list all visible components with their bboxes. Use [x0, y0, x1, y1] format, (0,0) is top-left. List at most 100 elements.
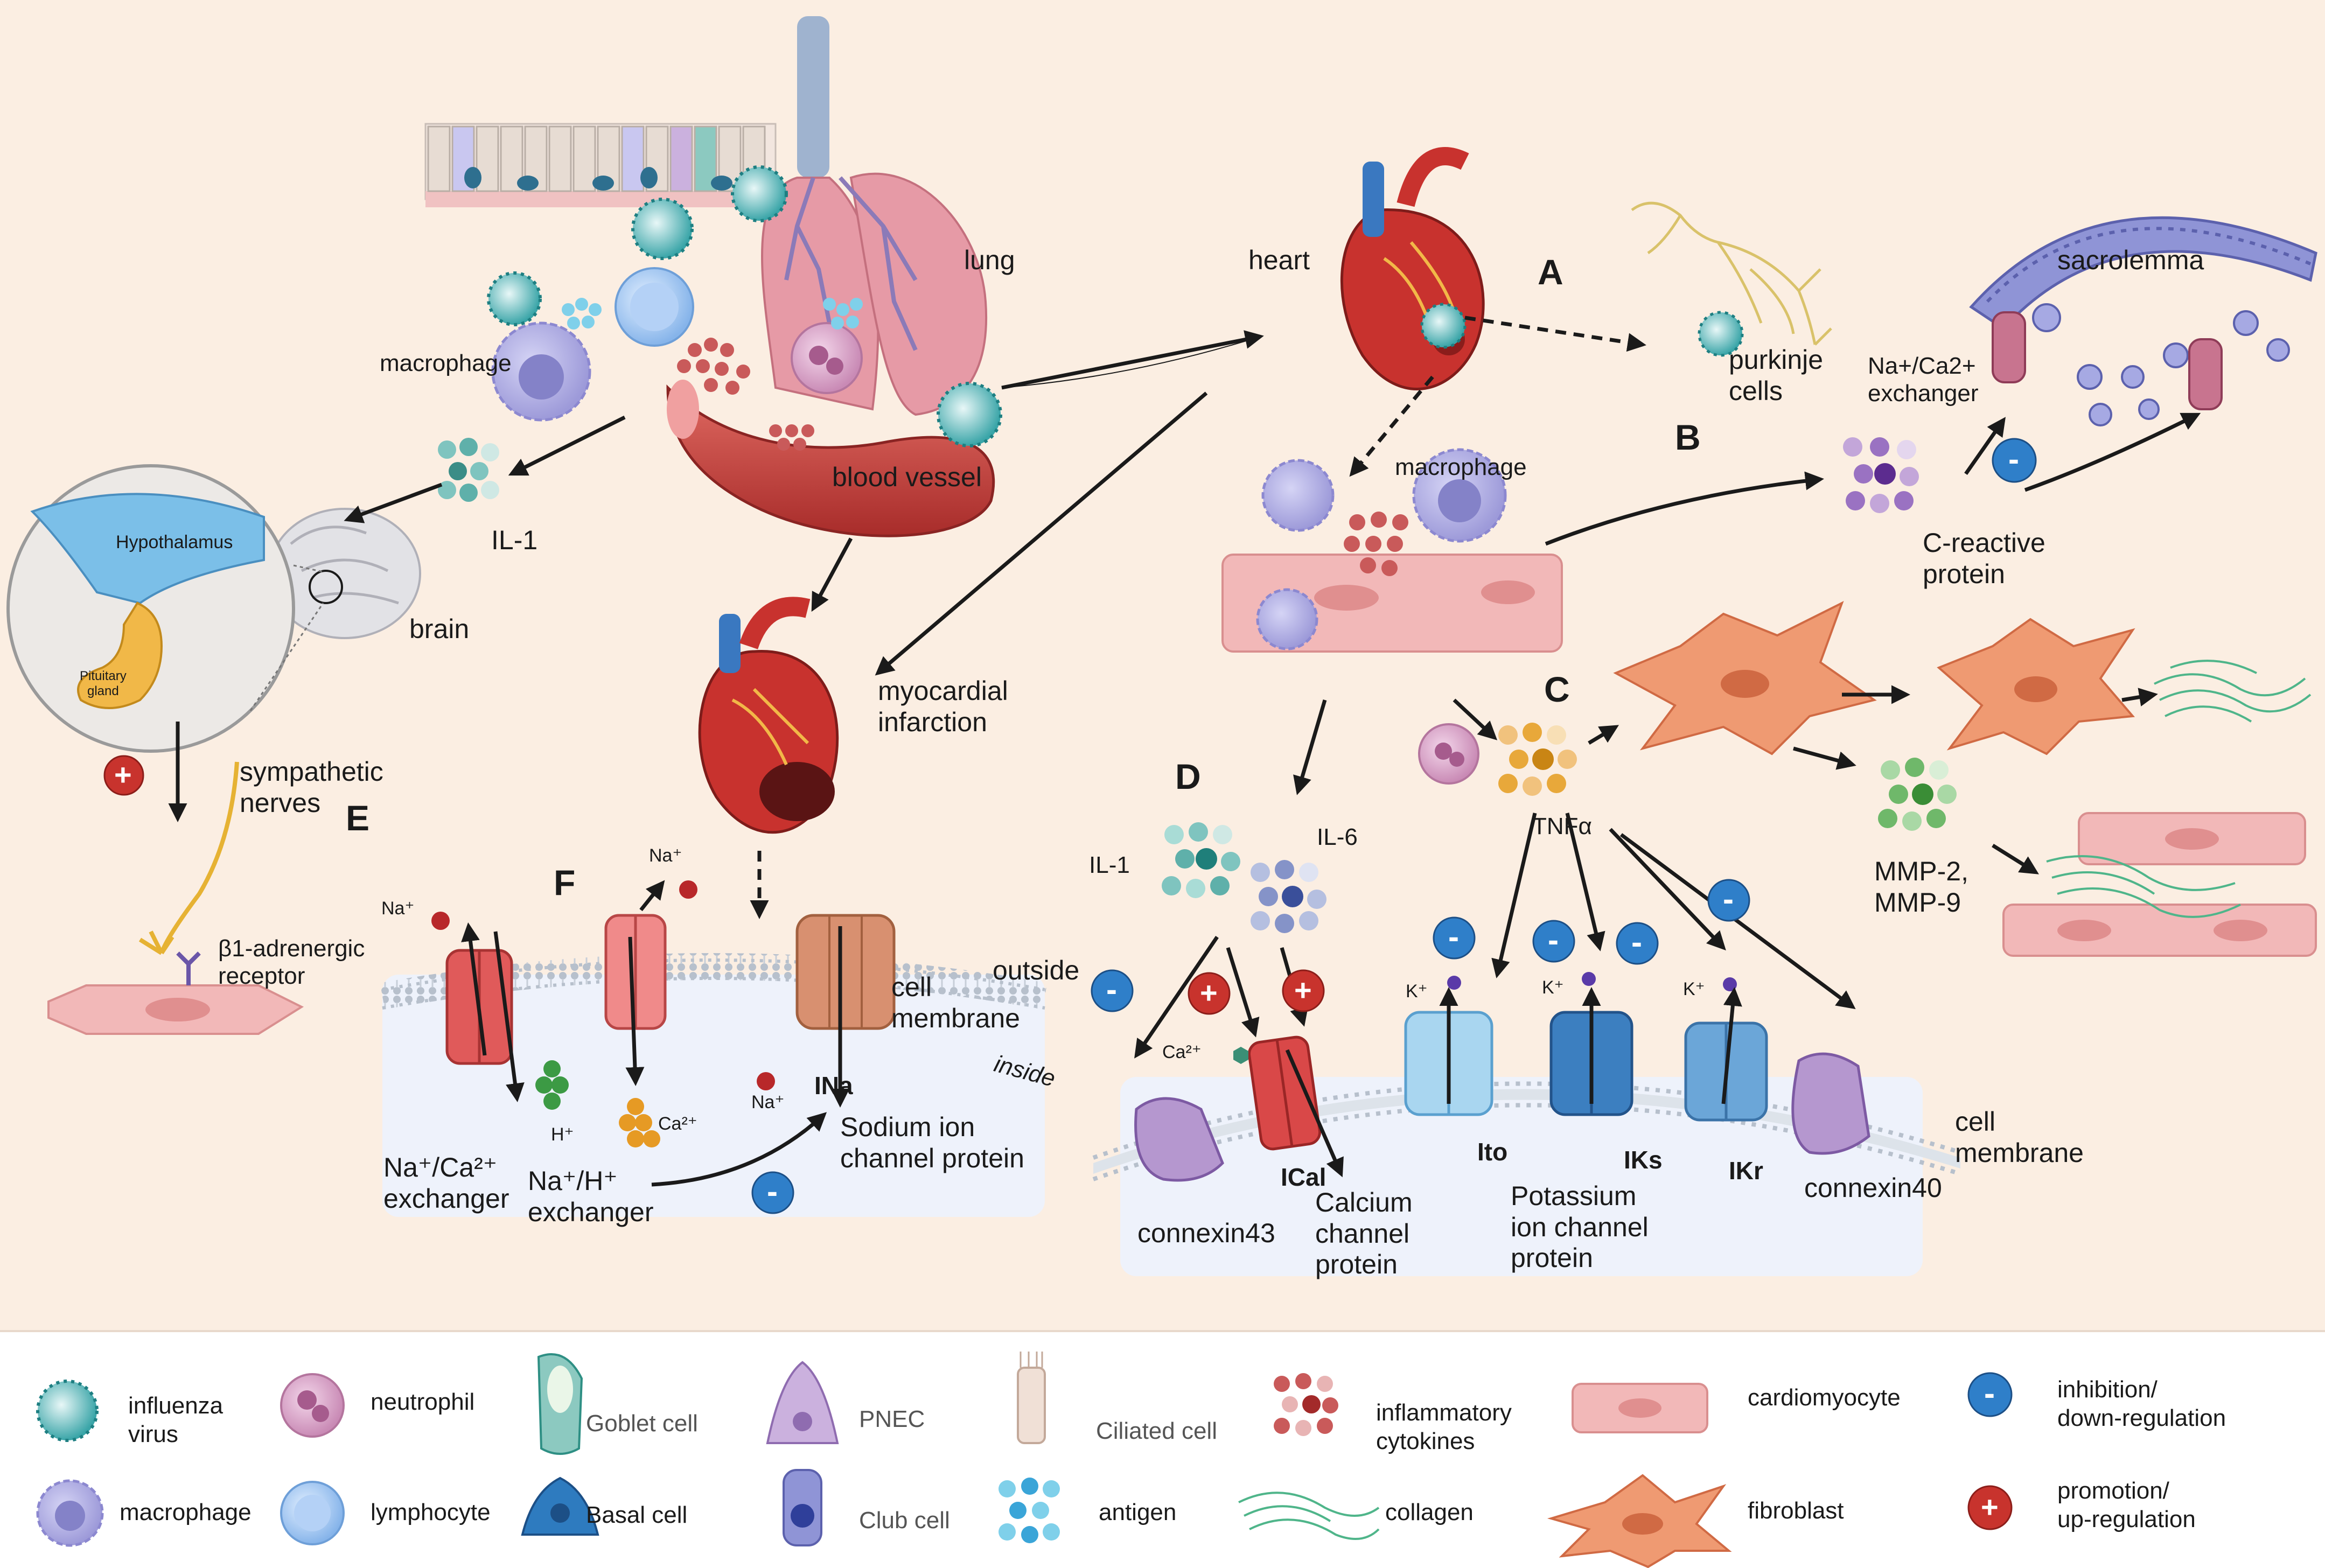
sympathetic-label: sympathetic nerves — [240, 757, 383, 818]
mmp-label: MMP-2, MMP-9 — [1874, 856, 1968, 918]
mmp-dots — [1878, 758, 1957, 831]
virus-top-2 — [631, 198, 694, 260]
macrophage-right-label: macrophage — [1395, 454, 1527, 480]
purkinje-label-line2: cells — [1729, 375, 1783, 406]
calcium-channel-d — [1247, 1035, 1322, 1151]
cell-membrane-right-line2: membrane — [1955, 1137, 2084, 1168]
lymphocyte-top — [615, 267, 694, 347]
sympathetic-label-line2: nerves — [240, 787, 321, 818]
legend-minus-glyph: - — [1984, 1375, 1995, 1411]
collagen-c — [2154, 660, 2312, 723]
virus-top-1 — [731, 165, 788, 222]
legend-virus-icon — [36, 1380, 99, 1442]
ca-f-label: Ca²⁺ — [658, 1114, 697, 1134]
legend-cardiomyocyte-icon — [1572, 1383, 1708, 1433]
legend-basal-icon — [521, 1476, 599, 1536]
thin-arrow-heart — [1001, 336, 1261, 388]
plus-glyph-e: + — [114, 758, 132, 792]
potassium-label-line2: ion channel — [1511, 1212, 1649, 1242]
legend-lymphocyte-icon — [280, 1481, 345, 1545]
legend-goblet-label: Goblet cell — [586, 1410, 698, 1437]
il6-label: IL-6 — [1317, 824, 1358, 850]
potassium-label: Potassium ion channel protein — [1511, 1181, 1649, 1274]
minus-sign-d3[interactable] — [1532, 920, 1575, 963]
sacrolemma-membrane — [1969, 216, 2317, 426]
nah-label-line2: exchanger — [528, 1196, 654, 1227]
beta1-label: β1-adrenergic receptor — [218, 935, 365, 990]
cytokine-dots-vessel — [769, 424, 814, 451]
crp-label-line1: C-reactive — [1923, 528, 2045, 558]
legend-ciliated-icon — [1017, 1352, 1046, 1444]
legend-cardiomyocyte-label: cardiomyocyte — [1748, 1384, 1901, 1411]
epithelium — [424, 123, 777, 207]
legend-antigen-label: antigen — [1099, 1499, 1177, 1525]
antigen-dots-top2 — [823, 298, 863, 330]
calcium-label-line1: Calcium — [1315, 1187, 1413, 1217]
sodium-label: Sodium ion channel protein — [840, 1112, 1024, 1174]
minus-sign-b[interactable] — [1992, 438, 2037, 483]
outside-label: outside — [993, 955, 1080, 985]
na-ion-1 — [431, 912, 450, 930]
cell-membrane-right-label: cell membrane — [1955, 1107, 2084, 1168]
legend-plus-icon — [1967, 1485, 2013, 1530]
minus-sign-d5[interactable] — [1707, 879, 1750, 922]
panel-label-e: E — [346, 798, 370, 838]
legend-background — [0, 1330, 2325, 1568]
crp-label-line2: protein — [1923, 558, 2005, 589]
na-label-1: Na⁺ — [381, 898, 415, 919]
minus-glyph-d1: - — [1106, 971, 1117, 1007]
legend-cytokine-icon — [1274, 1373, 1338, 1436]
plus-glyph-d1: + — [1200, 976, 1218, 1010]
crp-dots — [1843, 437, 1919, 513]
legend-club-icon — [783, 1469, 822, 1546]
connexin43-label: connexin43 — [1137, 1218, 1275, 1248]
calcium-label: Calcium channel protein — [1315, 1187, 1413, 1280]
purkinje-label-line1: purkinje — [1729, 345, 1824, 375]
neutrophil-c — [1418, 723, 1479, 785]
legend-antigen-icon — [999, 1478, 1060, 1543]
naca-f-label: Na⁺/Ca²⁺ exchanger — [383, 1152, 509, 1214]
cytokine-dots-b — [1344, 512, 1408, 576]
cardiomyocyte-e — [47, 984, 304, 1035]
legend-inhibition-line2: down-regulation — [2057, 1404, 2226, 1431]
tnfa-dots — [1498, 723, 1577, 796]
plus-sign-e[interactable] — [103, 755, 144, 796]
legend-inflammatory-line1: inflammatory — [1376, 1399, 1512, 1426]
legend-lymphocyte-label: lymphocyte — [371, 1499, 491, 1525]
minus-sign-d1[interactable] — [1091, 969, 1134, 1012]
plus-sign-d1[interactable] — [1188, 972, 1231, 1015]
beta1-label-line2: receptor — [218, 962, 305, 989]
ikr-label: IKr — [1729, 1157, 1763, 1185]
membrane-right — [1092, 1081, 1961, 1160]
pituitary-label-line1: Pituitary — [80, 669, 127, 683]
legend-influenza-label: influenza virus — [128, 1392, 223, 1449]
minus-sign-d4[interactable] — [1616, 922, 1659, 965]
ito-label: Ito — [1477, 1138, 1508, 1166]
nah-exchanger-f — [604, 914, 667, 1030]
tnfa-label: TNFα — [1532, 813, 1592, 839]
virus-vessel — [937, 382, 1002, 447]
myocardial-label: myocardial infarction — [878, 676, 1008, 738]
legend-fibroblast-icon — [1547, 1474, 1732, 1568]
mmp-label-line1: MMP-2, — [1874, 856, 1968, 886]
plus-sign-d2[interactable] — [1282, 969, 1325, 1012]
legend-goblet-icon — [537, 1353, 583, 1455]
beta1-receptor-icon — [176, 951, 201, 985]
virus-purkinje — [1698, 311, 1744, 357]
lung-label: lung — [964, 245, 1015, 275]
k-ions — [1447, 972, 1737, 991]
minus-sign-f[interactable] — [751, 1171, 794, 1214]
minus-glyph-d3: - — [1548, 922, 1559, 958]
nah-label-line1: Na⁺/H⁺ — [528, 1166, 618, 1196]
potassium-label-line3: protein — [1511, 1243, 1593, 1273]
cell-membrane-left-line1: cell — [891, 972, 932, 1002]
neutrophil-top — [791, 322, 863, 394]
minus-glyph-d5: - — [1723, 881, 1734, 917]
il1-dots-left — [438, 438, 499, 502]
sodium-label-line1: Sodium ion — [840, 1112, 975, 1142]
arrows — [168, 316, 2201, 1187]
minus-sign-d2[interactable] — [1433, 916, 1476, 960]
ca-ions-f — [619, 1098, 660, 1147]
ca-ion-d — [1233, 1047, 1248, 1064]
